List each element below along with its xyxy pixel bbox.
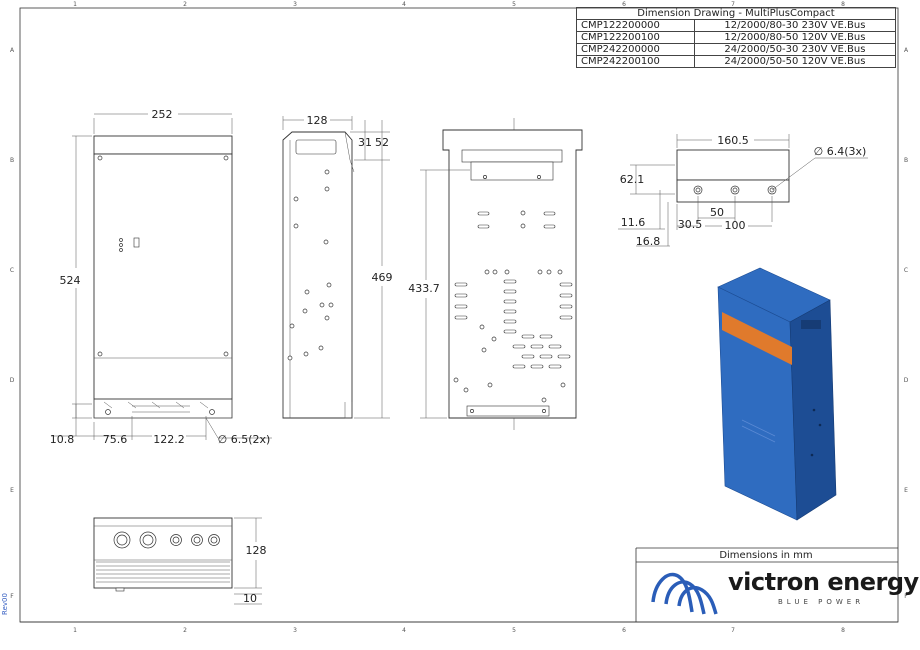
front-dimensions: 252 524 10.8 75.6 122.2 ∅ 6.5(2x) [50,108,272,446]
grid-row-label: E [10,487,14,494]
model-code: CMP242200100 [576,55,695,68]
side-dimensions: 128 31 52 469 [282,114,393,419]
grid-row-label: B [904,157,908,164]
dim-front-bottom-offset: 10.8 [50,433,75,446]
grid-row-label: D [904,377,909,384]
dim-bottom-small: 10 [243,592,257,605]
dim-top-spacing-mid: 50 [710,206,724,219]
bottom-dimensions: 128 10 [234,517,267,605]
grid-row-label: A [904,47,909,54]
model-desc: 12/2000/80-30 230V VE.Bus [693,19,897,32]
dim-front-height: 524 [60,274,81,287]
grid-row-labels: A B C D E F A B C D E F [10,47,909,600]
dim-front-width: 252 [152,108,173,121]
grid-col-label: 3 [293,627,297,634]
front-view [93,135,233,419]
dim-top-hole-dia: ∅ 6.4(3x) [814,145,867,158]
dim-top-spacing: 100 [725,219,746,232]
side-view [282,131,355,419]
dim-top-width: 160.5 [717,134,749,147]
model-desc: 12/2000/80-50 120V VE.Bus [693,31,897,44]
top-view [676,149,790,203]
dim-side-height: 469 [372,271,393,284]
grid-row-label: C [904,267,908,274]
victron-logo-icon [651,572,718,615]
grid-col-label: 2 [183,1,187,8]
grid-col-label: 3 [293,1,297,8]
grid-row-label: A [10,47,15,54]
dim-front-hole-left: 75.6 [103,433,128,446]
grid-col-label: 5 [512,1,516,8]
grid-row-label: E [904,487,908,494]
drawing-title: Dimension Drawing - MultiPlusCompact [576,7,896,20]
dim-top-small-a: 11.6 [621,216,646,229]
dim-top-offset-left: 30.5 [678,218,703,231]
revision-label: Rev00 [0,593,9,615]
grid-col-label: 6 [622,627,626,634]
dim-side-top-b: 52 [375,136,389,149]
dim-top-height: 62.1 [620,173,645,186]
dim-side-depth: 128 [307,114,328,127]
model-code: CMP122200000 [576,19,695,32]
model-desc: 24/2000/50-30 230V VE.Bus [693,43,897,56]
grid-col-label: 4 [402,627,406,634]
brand-tagline: BLUE POWER [778,598,865,606]
grid-col-label: 6 [622,1,626,8]
brand-name: victron energy [728,568,919,596]
grid-col-label: 7 [731,627,735,634]
grid-row-label: D [10,377,15,384]
grid-col-label: 8 [841,1,845,8]
back-view [442,118,583,430]
grid-row-label: B [10,157,14,164]
grid-column-labels: 1 2 3 4 5 6 7 8 1 2 3 4 5 6 7 8 [73,1,845,634]
dim-side-top-a: 31 [358,136,372,149]
grid-col-label: 1 [73,627,77,634]
grid-row-label: C [10,267,14,274]
dim-front-hole-spacing: 122.2 [153,433,185,446]
grid-col-label: 7 [731,1,735,8]
dim-back-height: 433.7 [408,282,440,295]
top-dimensions: 160.5 ∅ 6.4(3x) 62.1 50 30.5 100 11.6 16… [618,134,868,248]
product-3d-render [717,267,837,521]
grid-col-label: 5 [512,627,516,634]
units-note: Dimensions in mm [719,550,813,561]
grid-row-label: F [904,593,908,600]
dim-front-hole-dia: ∅ 6.5(2x) [218,433,271,446]
dim-top-small-b: 16.8 [636,235,661,248]
grid-col-label: 4 [402,1,406,8]
model-code: CMP122200100 [576,31,695,44]
model-code: CMP242200000 [576,43,695,56]
grid-col-label: 8 [841,627,845,634]
bottom-view [93,517,233,592]
dim-bottom-depth: 128 [246,544,267,557]
grid-row-label: F [10,593,14,600]
grid-col-label: 2 [183,627,187,634]
back-dimensions: 433.7 [408,169,470,419]
title-block-table: Dimension Drawing - MultiPlusCompact CMP… [576,7,897,68]
grid-col-label: 1 [73,1,77,8]
model-desc: 24/2000/50-50 120V VE.Bus [693,55,897,68]
